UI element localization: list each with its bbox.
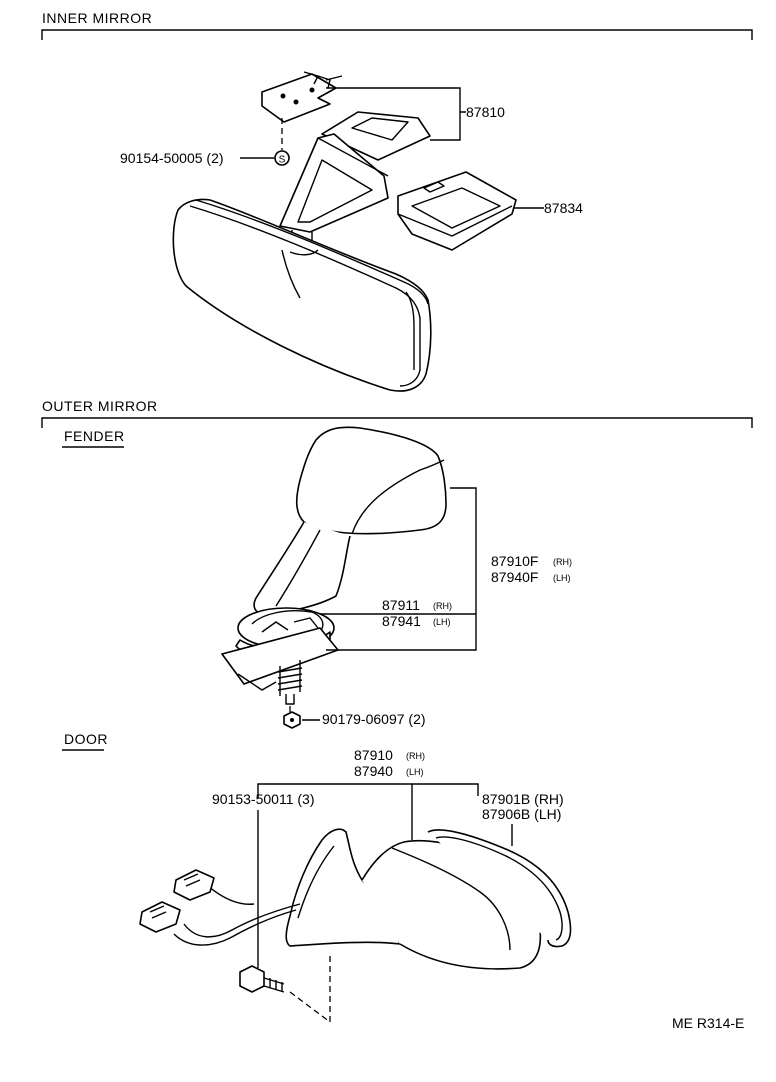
- label-87940f: 87940F: [491, 569, 538, 585]
- fender-mirror-assembly: [221, 426, 447, 705]
- label-87941: 87941: [382, 613, 421, 629]
- section-bracket-inner-mirror: [41, 29, 753, 40]
- section-bracket-outer-mirror: [41, 417, 753, 428]
- label-87940f-side: (LH): [553, 573, 571, 583]
- subsection-title-fender: FENDER: [64, 428, 125, 444]
- section-title-inner-mirror: INNER MIRROR: [42, 10, 152, 26]
- label-87940: 87940: [354, 763, 393, 779]
- leader-87910-bracket: [257, 783, 479, 798]
- label-90179-06097: 90179-06097 (2): [322, 711, 426, 727]
- mirror-cover-87834: [397, 171, 517, 251]
- label-87810: 87810: [466, 104, 505, 120]
- label-87834: 87834: [544, 200, 583, 216]
- screw-symbol: [274, 150, 290, 166]
- label-87910f: 87910F: [491, 553, 538, 569]
- mirror-stay-bracket: [279, 111, 431, 247]
- label-87910: 87910: [354, 747, 393, 763]
- label-90154-50005: 90154-50005 (2): [120, 150, 224, 166]
- label-87940-side: (LH): [406, 767, 424, 777]
- section-title-outer-mirror: OUTER MIRROR: [42, 398, 158, 414]
- label-87906b: 87906B (LH): [482, 806, 561, 822]
- label-87910-side: (RH): [406, 751, 425, 761]
- subsection-title-door: DOOR: [64, 731, 108, 747]
- label-87941-side: (LH): [433, 617, 451, 627]
- inner-mirror-body: [172, 198, 432, 392]
- screw-symbol-letter: S: [279, 155, 286, 166]
- leader-87810: [326, 87, 466, 141]
- nut-90179: [283, 706, 301, 729]
- label-87910f-side: (RH): [553, 557, 572, 567]
- label-90153-50011: 90153-50011 (3): [212, 791, 314, 807]
- mounting-plate-87810: [261, 71, 343, 123]
- label-87911-side: (RH): [433, 601, 452, 611]
- door-mirror-assembly: [139, 828, 572, 1024]
- label-87901b: 87901B (RH): [482, 791, 564, 807]
- label-87911: 87911: [382, 597, 420, 613]
- leader-87910f: [326, 487, 477, 651]
- diagram-code: ME R314-E: [672, 1015, 744, 1031]
